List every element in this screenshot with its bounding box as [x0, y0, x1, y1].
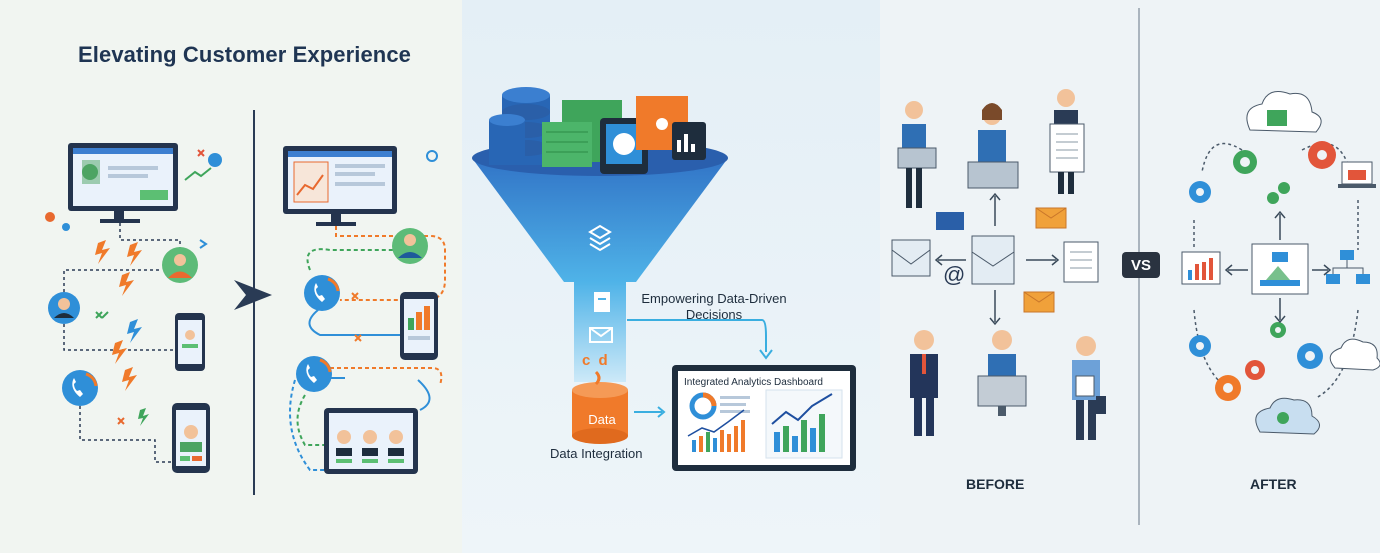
document-icon-stem	[594, 292, 610, 312]
layers-icon	[588, 224, 612, 252]
analytics-dashboard-screen	[672, 365, 856, 471]
after-label: AFTER	[1250, 476, 1297, 492]
after-dashed-loop	[1193, 142, 1359, 399]
person-with-laptop-1	[897, 101, 937, 208]
desktop-monitor-right	[283, 146, 397, 226]
sparkle-icons-right	[351, 292, 362, 342]
person-with-document	[1049, 89, 1085, 194]
before-after-diagram	[891, 8, 1380, 525]
phone-call-icon-left	[62, 370, 98, 406]
ring-icon	[426, 150, 438, 162]
customer-journey-diagram	[45, 110, 446, 495]
panel-title: Elevating Customer Experience	[78, 42, 412, 67]
funnel-glyph: c d	[582, 352, 610, 369]
vs-badge: VS	[1122, 252, 1160, 278]
phone-call-icon-right-1	[304, 275, 340, 311]
customer-avatar-left	[48, 292, 80, 324]
analytics-tile-icon	[672, 122, 706, 160]
data-integration-panel: Empowering Data-Driven Decisions Data c …	[462, 0, 880, 553]
smartphone-left-1	[175, 313, 205, 371]
tablet-video-call	[324, 408, 418, 474]
sparkle-icons-left	[45, 149, 222, 425]
chart-icon-left	[1181, 251, 1221, 285]
workflow-hub-icon	[1251, 243, 1309, 295]
before-arrows	[934, 192, 1060, 326]
agent-avatar-right	[392, 228, 428, 264]
smartphone-right	[400, 292, 438, 360]
data-integration-caption: Data Integration	[550, 446, 643, 461]
dashboard-title: Integrated Analytics Dashboard	[684, 377, 823, 388]
transition-arrow-icon	[234, 280, 272, 310]
before-label: BEFORE	[966, 476, 1025, 492]
envelope-icon-stem	[589, 327, 613, 343]
agent-avatar-left	[162, 247, 198, 283]
data-funnel-diagram	[472, 87, 856, 471]
after-arrows	[1224, 210, 1332, 324]
at-symbol-icon: @	[943, 262, 966, 287]
decisions-caption-line1: Empowering Data-Driven	[641, 291, 787, 306]
person-with-laptop-2	[967, 103, 1019, 189]
phone-call-icon-right-2	[296, 356, 332, 392]
funnel-body	[472, 148, 728, 282]
person-suit	[910, 330, 938, 436]
database-stack-icon	[489, 87, 550, 165]
flow-arrows	[627, 319, 773, 418]
decisions-caption: Empowering Data-Driven Decisions	[634, 291, 794, 323]
desktop-monitor-left	[68, 143, 178, 223]
gear-icons	[1189, 141, 1336, 401]
frustration-bolts-icon	[95, 240, 149, 426]
org-chart-icon	[1326, 250, 1370, 284]
database-label: Data	[588, 412, 616, 427]
person-at-computer	[977, 330, 1027, 416]
cloud-icon-right	[1329, 338, 1380, 371]
smartphone-left-2	[172, 403, 210, 473]
data-database-icon	[572, 370, 628, 444]
person-with-briefcase	[1072, 336, 1106, 440]
laptop-chart-icon	[1338, 161, 1376, 188]
cloud-icon-top	[1246, 91, 1322, 133]
customer-experience-panel: Elevating Customer Experience	[0, 0, 462, 553]
decisions-caption-line2: Decisions	[685, 307, 743, 322]
email-envelopes-icon	[891, 207, 1099, 313]
cloud-icon-bottom	[1255, 397, 1320, 435]
flow-lines-right	[289, 226, 446, 471]
